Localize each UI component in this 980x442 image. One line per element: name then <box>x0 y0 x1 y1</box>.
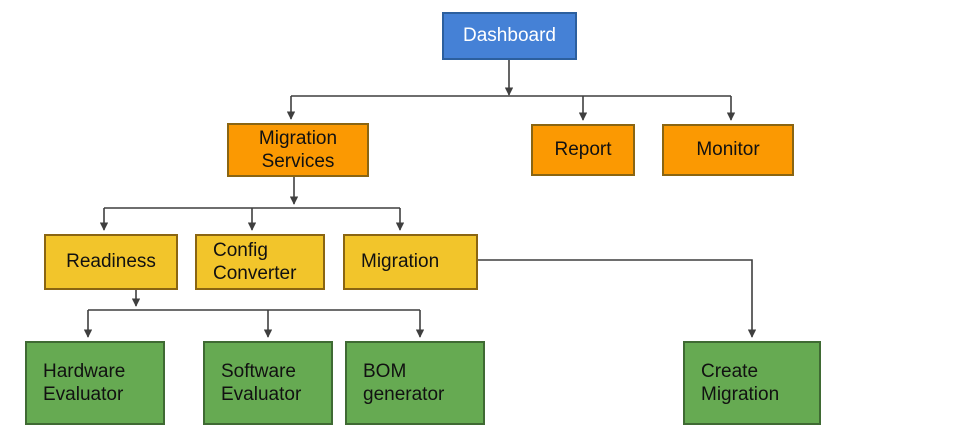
node-create-migration[interactable]: Create Migration <box>683 341 821 425</box>
node-report[interactable]: Report <box>531 124 635 176</box>
node-bom-generator-label: BOM generator <box>363 360 445 405</box>
node-hardware-evaluator[interactable]: Hardware Evaluator <box>25 341 165 425</box>
node-create-migration-label: Create Migration <box>701 360 780 405</box>
node-report-label: Report <box>554 139 612 161</box>
edge-migration-to-create-migration <box>478 259 757 338</box>
node-monitor[interactable]: Monitor <box>662 124 794 176</box>
node-bom-generator[interactable]: BOM generator <box>345 341 485 425</box>
node-config-converter[interactable]: Config Converter <box>195 234 325 290</box>
node-monitor-label: Monitor <box>696 139 760 161</box>
node-dashboard-label: Dashboard <box>463 25 556 47</box>
node-dashboard[interactable]: Dashboard <box>442 12 577 60</box>
node-migration-label: Migration <box>361 251 440 273</box>
node-config-converter-label: Config Converter <box>213 239 297 284</box>
node-readiness[interactable]: Readiness <box>44 234 178 290</box>
node-readiness-label: Readiness <box>66 251 156 273</box>
node-migration-services-label: Migration Services <box>258 127 338 172</box>
node-hardware-evaluator-label: Hardware Evaluator <box>43 360 126 405</box>
node-migration[interactable]: Migration <box>343 234 478 290</box>
node-software-evaluator-label: Software Evaluator <box>221 360 302 405</box>
node-software-evaluator[interactable]: Software Evaluator <box>203 341 333 425</box>
node-migration-services[interactable]: Migration Services <box>227 123 369 177</box>
